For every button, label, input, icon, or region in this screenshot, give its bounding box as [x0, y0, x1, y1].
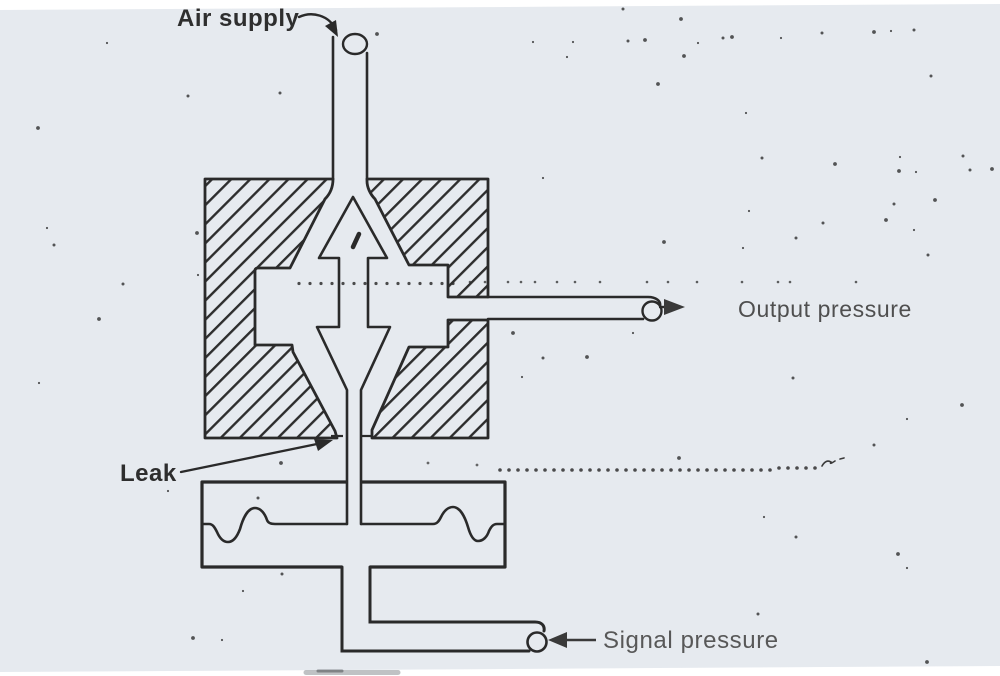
- pipe-end-curl: [641, 300, 663, 322]
- pencil-scribble: [821, 457, 845, 467]
- label-signal-pressure: Signal pressure: [603, 627, 779, 654]
- air-supply-arrow: [297, 13, 338, 37]
- pipe-end-curl: [526, 631, 548, 653]
- diaphragm: [200, 505, 507, 544]
- signal-pipe: [340, 565, 548, 653]
- arrowhead-icon: [664, 299, 685, 315]
- valve-body-lower-right-block: [370, 318, 490, 440]
- valve-body: [203, 177, 490, 440]
- label-leak: Leak: [120, 460, 177, 487]
- scan-smudge: [303, 669, 401, 675]
- valve-body-left-block: [203, 177, 339, 440]
- leak-annotation: [179, 434, 373, 474]
- plug-ink-mark: [350, 231, 362, 250]
- valve-plug: [315, 195, 392, 526]
- signal-arrow: [548, 632, 596, 648]
- dotted-centerlines-and-specks: [36, 7, 994, 664]
- pipe-end-curl: [341, 32, 369, 56]
- arrowhead-icon: [314, 439, 333, 451]
- arrowhead-icon: [548, 632, 567, 648]
- air-supply-pipe: [331, 32, 369, 181]
- valve-body-upper-right-block: [365, 177, 490, 299]
- label-air-supply: Air supply: [177, 5, 300, 32]
- arrowhead-icon: [325, 20, 338, 37]
- output-pipe: [486, 295, 663, 322]
- output-arrow: [659, 299, 685, 315]
- paper-sheet: [0, 3, 1000, 673]
- label-output-pressure: Output pressure: [738, 296, 912, 322]
